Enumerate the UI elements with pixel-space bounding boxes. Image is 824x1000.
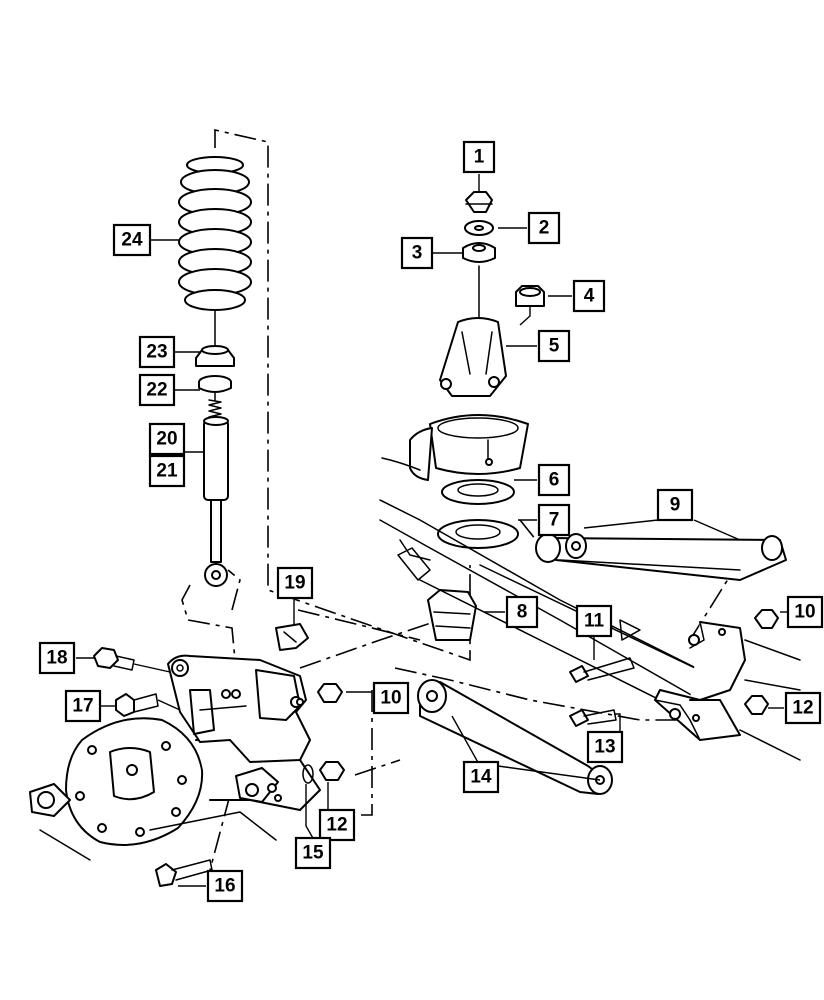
callout-label: 14 (470, 767, 492, 788)
callout-label: 20 (156, 429, 177, 450)
callout-23: 23 (138, 335, 176, 369)
bolt-18 (93, 647, 135, 671)
nut-right-lower (744, 695, 769, 715)
callout-label: 17 (72, 696, 93, 717)
callout-label: 6 (549, 470, 560, 491)
bolt-13 (569, 709, 617, 727)
callout-label: 2 (539, 218, 550, 239)
callout-label: 12 (792, 698, 813, 719)
callout-4: 4 (572, 279, 606, 313)
callout-5: 5 (537, 329, 571, 363)
nut-center-12 (302, 761, 345, 784)
callout-label: 10 (380, 688, 401, 709)
callout-16: 16 (206, 869, 244, 903)
callout-15: 15 (294, 836, 332, 870)
callout-10-center: 10 (372, 681, 410, 715)
lower-isolator (437, 519, 519, 549)
callout-1: 1 (462, 140, 496, 174)
nut-center-10 (317, 683, 343, 703)
callout-label: 8 (517, 602, 528, 623)
callout-label: 13 (594, 737, 615, 758)
callout-label: 23 (146, 342, 167, 363)
lower-control-arm (417, 679, 613, 795)
callout-9: 9 (656, 488, 694, 522)
callout-20: 20 (148, 422, 186, 456)
callout-label: 12 (326, 815, 347, 836)
axle-bracket (167, 654, 311, 803)
callout-24: 24 (112, 223, 152, 257)
callout-label: 15 (302, 843, 324, 864)
callout-label: 7 (549, 510, 560, 531)
callout-label: 10 (794, 602, 815, 623)
coil-spring (178, 156, 252, 346)
flange-nut (515, 285, 545, 307)
callout-6: 6 (537, 463, 571, 497)
callout-22: 22 (138, 373, 176, 407)
callout-3: 3 (400, 236, 434, 270)
upper-isolator (441, 479, 515, 505)
nut-right-upper (754, 609, 779, 629)
jounce-bumper-bracket (439, 317, 507, 397)
leader-lines (76, 174, 790, 887)
callout-label: 22 (146, 380, 167, 401)
callout-7: 7 (537, 503, 571, 537)
callout-label: 3 (412, 243, 423, 264)
upper-control-arm (535, 533, 787, 581)
jounce-bumper (427, 589, 477, 641)
upper-shock-bushing (195, 345, 235, 367)
retainer (462, 242, 496, 263)
track-bar-bracket (275, 623, 309, 651)
callout-label: 16 (214, 876, 235, 897)
callout-11: 11 (575, 604, 613, 638)
callout-8: 8 (505, 595, 539, 629)
bolt-16 (155, 859, 213, 887)
shock-absorber (203, 391, 229, 587)
callout-label: 11 (584, 611, 605, 632)
callout-12-center: 12 (318, 808, 356, 842)
nut-top (465, 191, 493, 213)
callout-12-right: 12 (784, 691, 822, 725)
lower-shock-bushing (198, 375, 232, 393)
callout-label: 5 (549, 336, 560, 357)
callout-19: 19 (276, 566, 314, 600)
callout-label: 24 (121, 230, 143, 251)
callout-label: 1 (474, 147, 485, 168)
callout-10-right: 10 (786, 595, 824, 629)
callout-label: 9 (670, 495, 681, 516)
callout-17: 17 (64, 689, 102, 723)
frame-bracket (654, 621, 801, 761)
callout-2: 2 (527, 211, 561, 245)
callout-14: 14 (462, 760, 500, 794)
callout-21: 21 (148, 454, 186, 488)
washer (464, 220, 494, 236)
callout-label: 21 (156, 461, 178, 482)
callout-label: 4 (584, 286, 595, 307)
callout-13: 13 (586, 730, 624, 764)
spring-upper-seat (409, 414, 529, 481)
callout-18: 18 (38, 641, 76, 675)
bolt-17 (115, 693, 159, 717)
bolt-11 (569, 657, 635, 683)
callout-label: 18 (46, 648, 67, 669)
callout-label: 19 (284, 573, 305, 594)
